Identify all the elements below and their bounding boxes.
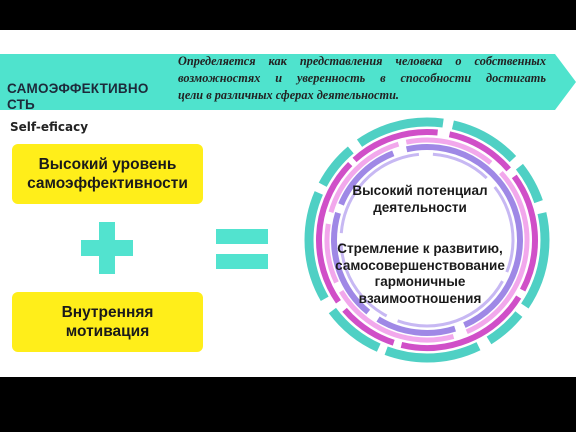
ring-pink: [324, 137, 530, 343]
bottom-black-bar: [0, 377, 576, 432]
page-title: САМОЭФФЕКТИВНО СТЬ: [7, 81, 149, 112]
ring-magenta: [316, 129, 538, 351]
ring-inner-lavender: [339, 152, 515, 328]
factor-box-self-efficacy: Высокий уровень самоэффективности: [12, 144, 203, 204]
result-development: Стремление к развитию, самосовершенствов…: [335, 241, 505, 306]
top-black-bar: [0, 0, 576, 30]
equals-icon: [216, 229, 268, 269]
definition-text: Определяется как представления человека …: [178, 54, 546, 102]
plus-icon: [81, 222, 133, 274]
result-potential: Высокий потенциал деятельности: [352, 183, 488, 215]
factor-box-inner-motivation: Внутренняя мотивация: [12, 292, 203, 352]
page-subtitle: Self-eficacy: [10, 120, 89, 134]
definition-banner: [0, 48, 576, 116]
result-ring: [304, 117, 550, 363]
ring-outer-teal: [304, 117, 550, 363]
ring-violet: [331, 144, 523, 336]
